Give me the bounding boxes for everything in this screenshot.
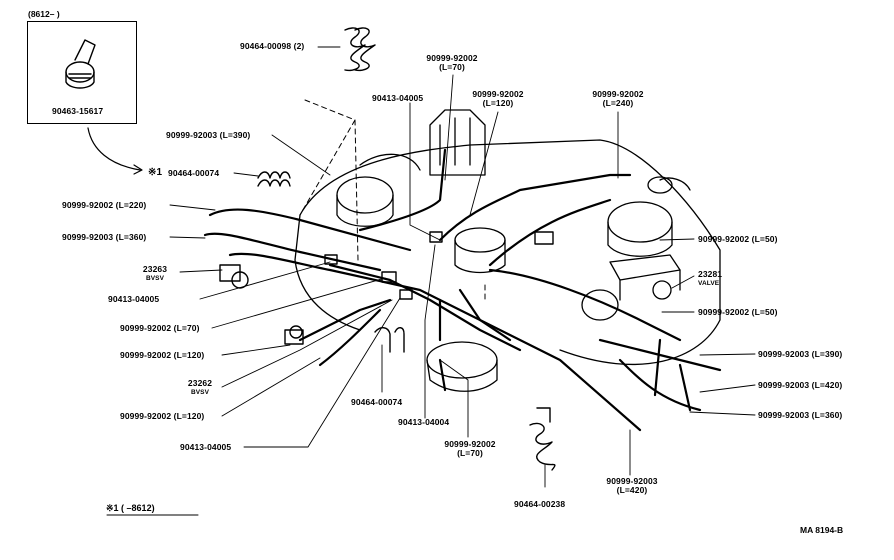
label-part: 23262: [187, 378, 213, 388]
label-90413-04005-top: 90413-04005: [372, 93, 424, 103]
inset-clamp: [65, 39, 96, 89]
label-90999-92002-l50-a: 90999-92002 (L=50): [698, 234, 778, 244]
label-90413-04004: 90413-04004: [398, 417, 450, 427]
clip-90464-00098: [344, 27, 376, 72]
label-90999-92002-l120-left1: 90999-92002 (L=120): [120, 350, 205, 360]
label-90999-92003-l360-left: 90999-92003 (L=360): [62, 232, 147, 242]
clip-90464-00238: [529, 407, 556, 471]
reference-code: MA 8194-B: [800, 525, 844, 535]
label-part: 23281: [698, 269, 723, 279]
label-length: (L=240): [602, 98, 634, 108]
label-90999-92002-l70-bot: 90999-92002 (L=70): [440, 440, 500, 458]
label-90999-92002-l70-left: 90999-92002 (L=70): [120, 323, 200, 333]
label-part: 90999-92002: [426, 53, 478, 63]
label-90464-00074-bot: 90464-00074: [351, 397, 403, 407]
label-90413-04005-bot: 90413-04005: [180, 442, 232, 452]
label-length: (L=120): [482, 98, 514, 108]
inset-box: [27, 21, 137, 124]
label-90999-92002-l70-top: 90999-92002 (L=70): [422, 54, 482, 72]
label-length: (L=420): [616, 485, 648, 495]
label-part: 23263: [142, 264, 168, 274]
label-90999-92003-l390-right: 90999-92003 (L=390): [758, 349, 843, 359]
label-sub: VALVE: [698, 280, 720, 287]
vacuum-hoses: [203, 148, 722, 432]
label-length: (L=70): [439, 62, 465, 72]
label-part: 90999-92002: [472, 89, 524, 99]
label-23262: 23262 BVSV: [178, 379, 222, 397]
fittings: [219, 231, 554, 345]
label-23263: 23263 BVSV: [130, 265, 180, 283]
label-90464-00098: 90464-00098 (2): [240, 41, 305, 51]
label-90999-92003-l360-right: 90999-92003 (L=360): [758, 410, 843, 420]
label-length: (L=70): [457, 448, 483, 458]
dashed-guides: [299, 99, 486, 301]
label-90999-92003-l390-left: 90999-92003 (L=390): [166, 130, 251, 140]
inset-arrow: [87, 127, 141, 171]
engine-outline: [294, 109, 721, 392]
label-23281: 23281 VALVE: [698, 270, 722, 288]
label-90999-92002-l120-top: 90999-92002 (L=120): [468, 90, 528, 108]
clip-90464-00074-a: [257, 171, 291, 187]
label-part: 90999-92002: [444, 439, 496, 449]
footnote: ※1 ( –8612): [106, 503, 155, 513]
label-90464-00074-left: 90464-00074: [168, 168, 220, 178]
inset-part-label: 90463-15617: [52, 106, 104, 116]
label-90999-92002-l240: 90999-92002 (L=240): [588, 90, 648, 108]
clip-90464-00074-b: [374, 327, 405, 353]
label-part: 90999-92002: [592, 89, 644, 99]
label-90999-92002-l120-left2: 90999-92002 (L=120): [120, 411, 205, 421]
label-sub: BVSV: [145, 275, 165, 282]
label-sub: BVSV: [190, 389, 210, 396]
label-90413-04005-mid: 90413-04005: [108, 294, 160, 304]
label-90999-92002-l50-b: 90999-92002 (L=50): [698, 307, 778, 317]
label-90999-92003-l420-bot: 90999-92003 (L=420): [602, 477, 662, 495]
label-90464-00238: 90464-00238: [514, 499, 566, 509]
inset-caption: (8612– ): [28, 9, 60, 19]
label-part: 90999-92003: [606, 476, 658, 486]
leader-lines: [169, 46, 756, 488]
star-mark: ※1: [148, 167, 163, 178]
label-90999-92003-l420-right: 90999-92003 (L=420): [758, 380, 843, 390]
label-90999-92002-l220: 90999-92002 (L=220): [62, 200, 147, 210]
